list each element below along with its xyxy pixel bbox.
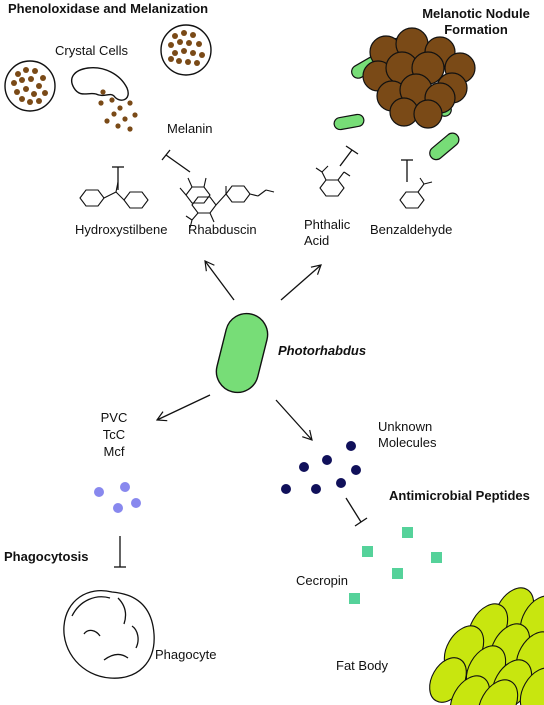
label-phthalic-line2: Acid bbox=[304, 233, 330, 248]
label-benzaldehyde: Benzaldehyde bbox=[370, 222, 453, 237]
inhibit-phthalic-nodule bbox=[339, 149, 353, 167]
inhibit-rhabduscin-melanin bbox=[165, 154, 191, 173]
label-photorhabdus: Photorhabdus bbox=[278, 343, 367, 358]
arrow-to-phthalic-acid bbox=[280, 264, 322, 301]
label-melanin: Melanin bbox=[167, 121, 213, 136]
toxin-dots bbox=[94, 482, 141, 513]
section-phenoloxidase: Phenoloxidase and Melanization bbox=[8, 1, 209, 16]
benzaldehyde-structure bbox=[399, 177, 433, 209]
label-rhabduscin: Rhabduscin bbox=[188, 222, 257, 237]
crystal-cell-right bbox=[160, 24, 212, 76]
label-pvc: PVC bbox=[100, 410, 128, 425]
section-antimicrobial: Antimicrobial Peptides bbox=[389, 488, 530, 503]
melanotic-nodule bbox=[362, 27, 476, 129]
crystal-cell-left bbox=[4, 60, 56, 112]
unknown-molecule-dots bbox=[281, 441, 361, 494]
section-nodule-line2: Formation bbox=[444, 22, 508, 37]
section-phagocytosis: Phagocytosis bbox=[4, 549, 89, 564]
arrow-to-rhabduscin bbox=[204, 260, 235, 301]
label-mcf: Mcf bbox=[103, 444, 125, 459]
label-phagocyte: Phagocyte bbox=[155, 647, 217, 662]
hydroxystilbene-structure bbox=[79, 181, 149, 209]
photorhabdus-bacterium bbox=[215, 312, 269, 394]
section-nodule-line1: Melanotic Nodule bbox=[422, 6, 530, 21]
label-fat-body: Fat Body bbox=[336, 658, 389, 673]
cecropin-squares bbox=[349, 527, 442, 604]
label-phthalic-line1: Phthalic bbox=[304, 217, 351, 232]
rhabduscin-structure bbox=[179, 177, 275, 229]
label-cecropin: Cecropin bbox=[296, 573, 349, 588]
phthalic-acid-structure bbox=[315, 165, 351, 197]
phagocyte bbox=[63, 590, 155, 679]
label-unknown-line2: Molecules bbox=[378, 435, 437, 450]
inhibition-marks bbox=[112, 145, 413, 568]
arrows bbox=[155, 260, 322, 441]
label-crystal-cells: Crystal Cells bbox=[55, 43, 128, 58]
arrow-to-toxins bbox=[155, 394, 211, 422]
ruptured-crystal-cell bbox=[70, 67, 138, 132]
label-hydroxystilbene: Hydroxystilbene bbox=[75, 222, 168, 237]
label-tcc: TcC bbox=[102, 427, 126, 442]
inhibit-cecropin bbox=[345, 497, 362, 523]
arrow-to-unknown-molecules bbox=[275, 399, 313, 441]
label-unknown-line1: Unknown bbox=[378, 419, 433, 434]
fat-body bbox=[429, 587, 544, 705]
